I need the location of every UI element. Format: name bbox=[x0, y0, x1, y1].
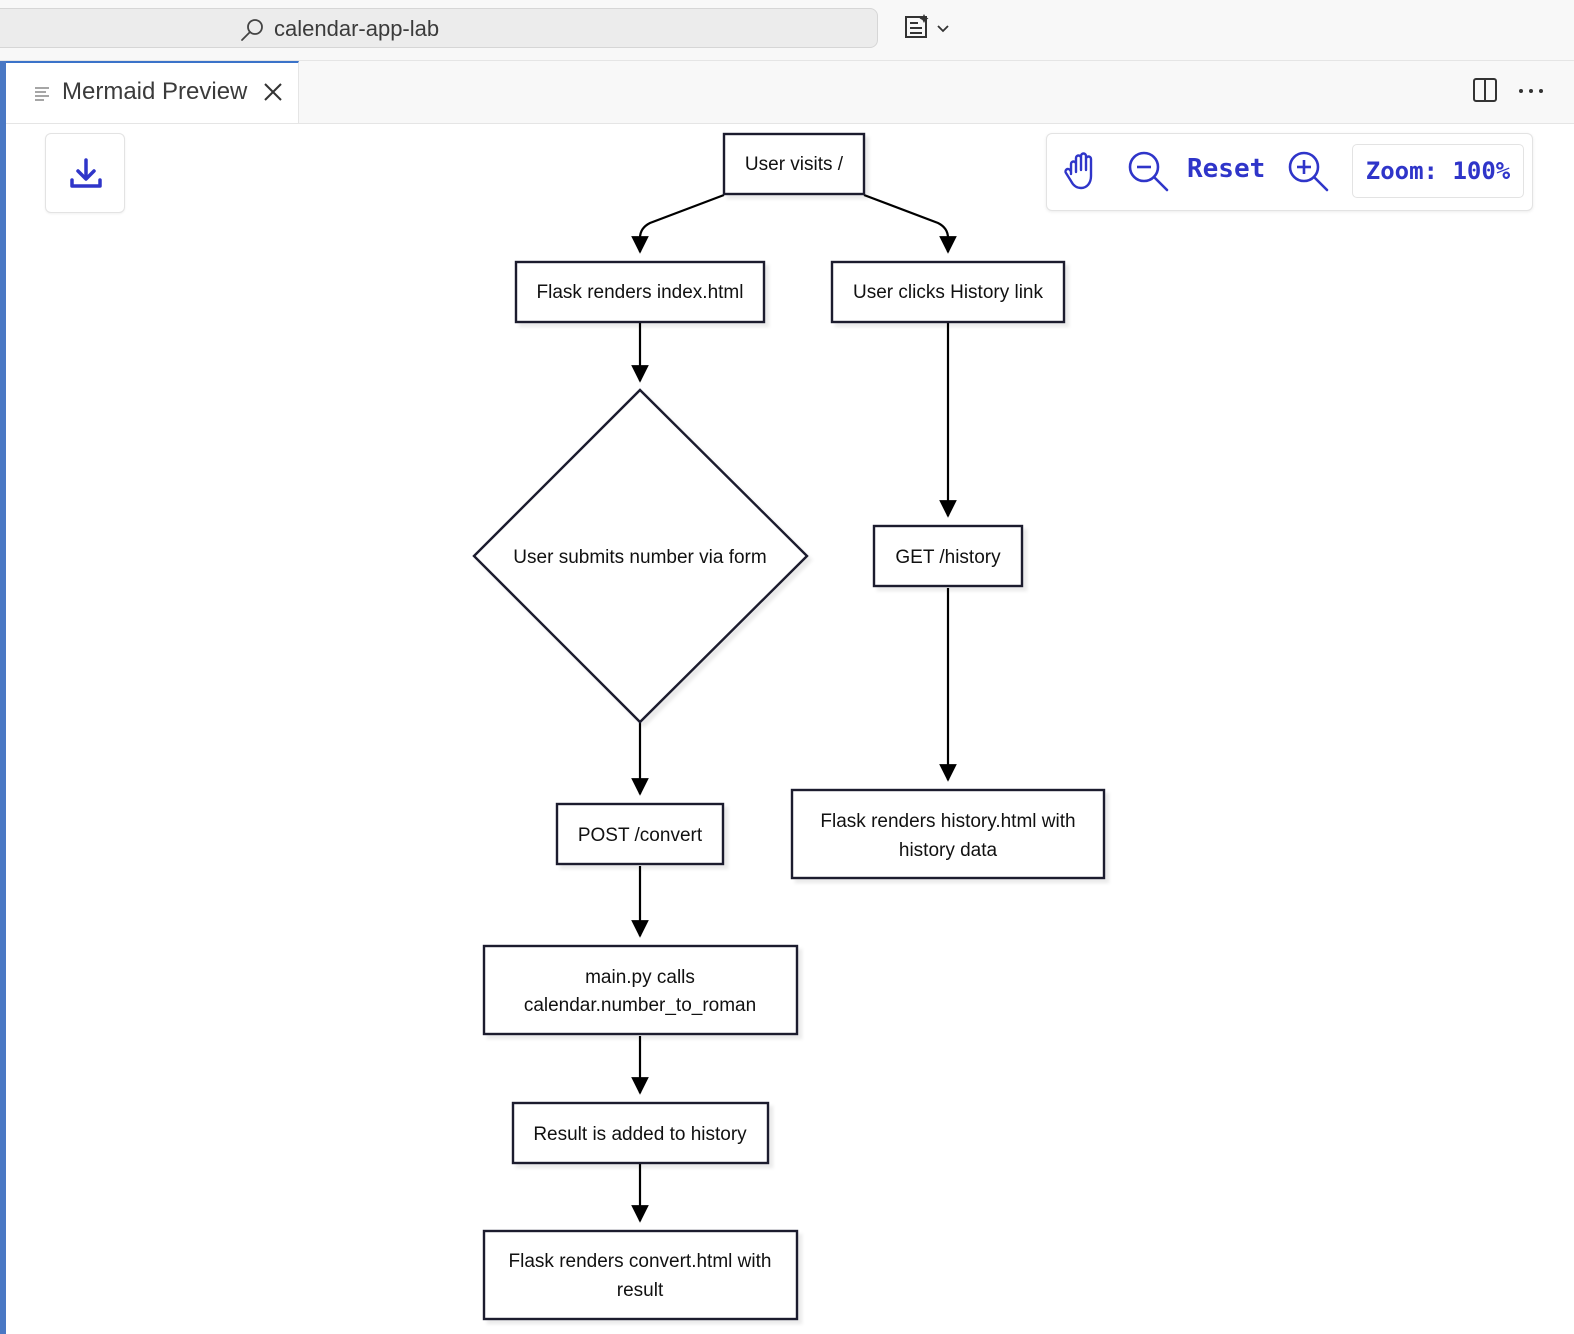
download-icon bbox=[70, 158, 102, 188]
command-center-search[interactable]: calendar-app-lab bbox=[0, 8, 878, 48]
node-get-history bbox=[872, 524, 1024, 588]
search-icon bbox=[241, 19, 263, 41]
zoom-level-display[interactable]: Zoom: 100% bbox=[1352, 144, 1524, 198]
label-main-calls-line2: calendar.number_to_roman bbox=[524, 995, 756, 1016]
label-history-link: User clicks History link bbox=[853, 282, 1044, 303]
edge-visit-to-historylink bbox=[863, 193, 957, 254]
node-submit-form bbox=[472, 388, 809, 724]
title-bar: calendar-app-lab bbox=[0, 0, 1574, 61]
flow-edges bbox=[631, 193, 957, 1223]
reset-button[interactable]: Reset bbox=[1187, 154, 1266, 184]
edge-visit-to-index bbox=[631, 193, 725, 254]
split-editor-icon[interactable] bbox=[1470, 75, 1500, 105]
node-result-added bbox=[511, 1101, 770, 1165]
label-convert-render-line2: result bbox=[617, 1280, 664, 1301]
node-history-render bbox=[790, 788, 1106, 880]
chat-icon[interactable] bbox=[900, 12, 960, 46]
node-history-link bbox=[830, 260, 1066, 324]
label-submit-form: User submits number via form bbox=[513, 547, 766, 568]
node-main-calls bbox=[482, 944, 799, 1036]
label-convert-render-line1: Flask renders convert.html with bbox=[509, 1251, 772, 1272]
zoom-out-icon[interactable] bbox=[1125, 148, 1171, 194]
label-history-render-line2: history data bbox=[899, 840, 998, 861]
tab-label: Mermaid Preview bbox=[62, 78, 248, 105]
node-post-convert bbox=[555, 802, 725, 866]
label-post-convert: POST /convert bbox=[578, 825, 703, 846]
search-text: calendar-app-lab bbox=[274, 16, 440, 41]
label-main-calls-line1: main.py calls bbox=[585, 967, 695, 988]
label-result-added: Result is added to history bbox=[533, 1124, 747, 1145]
label-flask-index: Flask renders index.html bbox=[537, 282, 744, 303]
tab-mermaid-preview[interactable]: Mermaid Preview bbox=[6, 61, 299, 123]
pan-hand-icon[interactable] bbox=[1061, 150, 1103, 192]
label-user-visits: User visits / bbox=[745, 154, 844, 175]
editor-left-border bbox=[0, 61, 6, 1334]
preview-icon bbox=[35, 87, 49, 101]
download-button[interactable] bbox=[45, 133, 125, 213]
zoom-controls: Reset Zoom: 100% bbox=[1046, 133, 1533, 211]
label-get-history: GET /history bbox=[895, 547, 1001, 568]
label-history-render-line1: Flask renders history.html with bbox=[820, 811, 1075, 832]
node-convert-render bbox=[482, 1229, 799, 1321]
node-user-visits bbox=[722, 132, 866, 196]
node-flask-index bbox=[514, 260, 766, 324]
close-icon[interactable] bbox=[262, 81, 284, 103]
more-actions-icon[interactable] bbox=[1516, 75, 1546, 105]
zoom-in-icon[interactable] bbox=[1285, 148, 1331, 194]
